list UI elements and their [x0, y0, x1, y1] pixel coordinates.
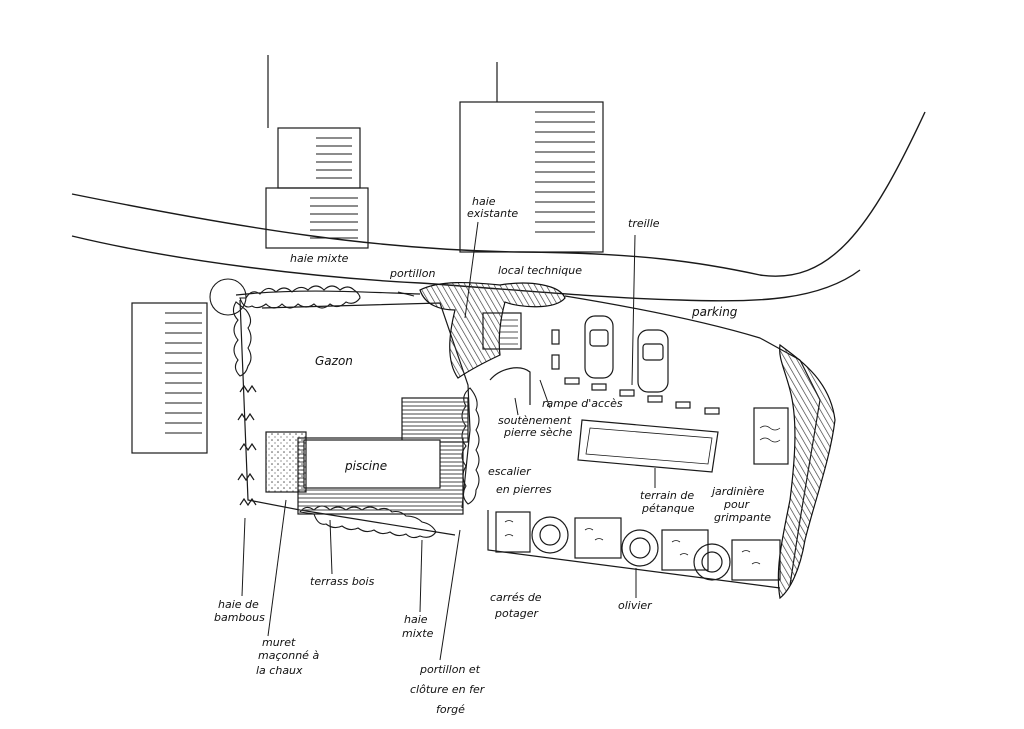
existing-hedge [419, 281, 566, 379]
label-local-technique: local technique [498, 264, 582, 277]
label-olivier: olivier [618, 599, 652, 612]
car-1 [584, 315, 614, 379]
label-terrass-bois: terrass bois [310, 575, 375, 588]
label-portillon-cloture-3: forgé [436, 703, 465, 716]
label-haie-bambous-2: bambous [214, 611, 265, 624]
label-escalier-2: en pierres [496, 483, 552, 496]
label-rampe-acces: rampe d'accès [542, 397, 623, 410]
label-jardiniere-2: pour [724, 498, 750, 511]
neighbour-buildings [131, 55, 604, 454]
label-haie-mixte-bottom-1: haie [404, 613, 428, 626]
label-terrain-1: terrain de [640, 489, 695, 502]
vegetable-squares [495, 511, 781, 581]
label-haie-mixte-top: haie mixte [290, 252, 349, 265]
label-muret-3: la chaux [256, 664, 303, 677]
muret [265, 431, 307, 493]
leader-lines [241, 221, 656, 661]
olive-trees [531, 516, 731, 581]
east-hedge [777, 343, 836, 600]
bamboo-hedge [237, 384, 257, 507]
label-carres-2: potager [495, 607, 539, 620]
local-technique [482, 312, 522, 350]
access-ramp [489, 367, 531, 405]
label-piscine: piscine [345, 459, 388, 473]
label-soutenement-2: pierre sèche [504, 426, 573, 439]
label-terrain-2: pétanque [642, 502, 695, 515]
label-soutenement-1: soutènement [498, 414, 572, 427]
petanque-field [577, 419, 719, 473]
deck-upper [401, 397, 469, 443]
jardiniere [753, 407, 789, 465]
label-treille: treille [628, 217, 660, 230]
label-portillon-cloture-2: clôture en fer [410, 683, 485, 696]
label-haie-mixte-bottom-2: mixte [402, 627, 434, 640]
label-jardiniere-3: grimpante [714, 511, 772, 524]
lawn-boundary [261, 302, 471, 509]
label-escalier-1: escalier [488, 465, 531, 478]
label-portillon-top: portillon [390, 267, 436, 280]
label-haie-bambous-1: haie de [218, 598, 259, 611]
label-jardiniere-1: jardinière [712, 485, 765, 498]
treille-posts [551, 329, 720, 415]
label-portillon-cloture-1: portillon et [420, 663, 480, 676]
label-muret-2: maçonné à [258, 649, 320, 662]
label-haie-existante-1: haie [472, 195, 496, 208]
label-gazon: Gazon [315, 354, 353, 368]
car-2 [637, 329, 669, 393]
pool [303, 439, 441, 489]
label-muret-1: muret [262, 636, 296, 649]
label-carres-1: carrés de [490, 591, 542, 604]
label-haie-existante-2: existante [467, 207, 519, 220]
label-parking: parking [692, 305, 738, 319]
